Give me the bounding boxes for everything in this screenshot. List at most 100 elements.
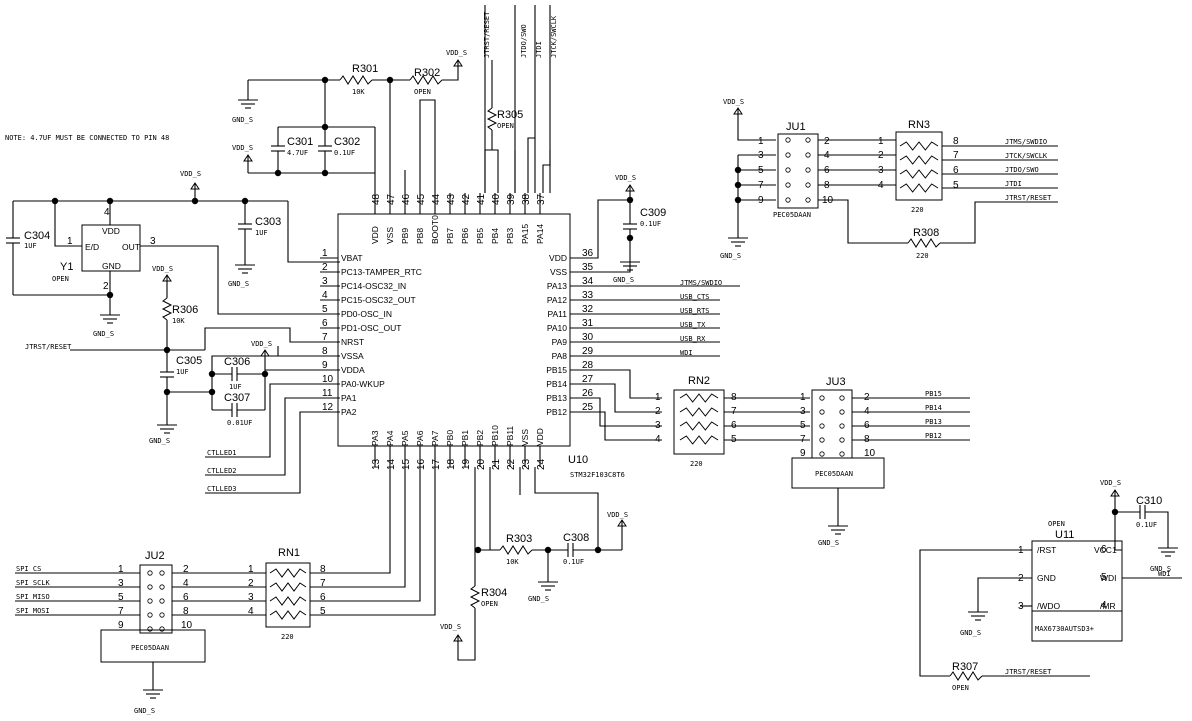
u11-pin-name: /WDO (1037, 601, 1061, 611)
net-label: CTLLED2 (207, 467, 237, 475)
pin-name: PB7 (445, 228, 455, 244)
net-label: SPI_MISO (16, 593, 50, 601)
vdd-label: VDD_S (251, 340, 272, 348)
pin-num: 10 (864, 448, 876, 459)
ju3-jumper: JU3 PEC05DAAN 1 3 5 7 9 2 4 6 8 10 PB15 … (791, 376, 970, 547)
pin-num: 1 (322, 248, 328, 259)
pin-num: 3 (655, 420, 661, 431)
pin-num: 14 (386, 458, 397, 470)
net-label: USB_TX (680, 321, 706, 329)
pin-name: PA8 (552, 351, 568, 361)
ju1-rn3: VDD_S GND_S JU1 PEC05DAAN 1 3 5 7 9 2 4 … (720, 98, 1058, 260)
pin-num: 8 (953, 136, 959, 147)
pin-name: PA3 (370, 430, 380, 446)
pin-name: PA9 (552, 337, 568, 347)
pin-num: 1 (800, 392, 806, 403)
pin-num: 10 (181, 620, 193, 631)
ju3-body (811, 389, 853, 459)
c304-val: 1UF (24, 242, 37, 250)
pin-name: PB11 (505, 426, 515, 446)
y1-vdd: VDD (102, 226, 120, 236)
vdd-label: VDD_S (232, 144, 253, 152)
r306-ref: R306 (172, 304, 198, 316)
net-label: JTDI (1005, 180, 1022, 188)
pin-num: 7 (800, 434, 806, 445)
c310-ref: C310 (1136, 495, 1162, 507)
c305-ref: C305 (176, 355, 202, 367)
pin-num: 3 (248, 592, 254, 603)
c303-val: 1UF (255, 229, 268, 237)
pin-num: 43 (446, 193, 457, 205)
c307-ref: C307 (224, 392, 250, 404)
bottom-power: R303 10K GND_S C308 0.1UF VDD_S R304 OPE… (440, 467, 628, 661)
vdd-label: VDD_S (607, 511, 628, 519)
pin-num: 4 (248, 606, 254, 617)
rn2-ref: RN2 (688, 375, 710, 387)
pin-num: 9 (322, 360, 328, 371)
y1-val: OPEN (52, 275, 69, 283)
pin-name: PB3 (505, 228, 515, 244)
y1-out: OUT (122, 242, 140, 252)
pin-num: 37 (536, 193, 547, 205)
pin-num: 9 (800, 448, 806, 459)
net-label: JTDO/SWO (1005, 166, 1039, 174)
pin-name: PA0-WKUP (341, 379, 385, 389)
pin-num: 42 (461, 193, 472, 205)
pin-num: 1 (248, 564, 254, 575)
u11-pin-name: WDI (1100, 573, 1117, 583)
pin-num: 33 (582, 290, 594, 301)
pin-num: 24 (536, 458, 547, 470)
net-label: JTMS/SWDIO (1005, 138, 1047, 146)
pin-num: 7 (758, 180, 764, 191)
pin-name: PC13-TAMPER_RTC (341, 267, 422, 277)
pin-name: VDD (549, 253, 567, 263)
r302-val: OPEN (414, 88, 431, 96)
pin-num: 1 (758, 136, 764, 147)
pin-num: 3 (118, 578, 124, 589)
net-label: JTRST/RESET (483, 11, 491, 58)
ju2-part: PEC05DAAN (131, 644, 169, 652)
pin-num: 6 (183, 592, 189, 603)
top-left-power: GND_S R301 10K R302 OPEN VDD_S C301 4.7U… (232, 49, 467, 193)
y1-body (81, 224, 141, 272)
net-label: WDI (680, 349, 693, 357)
net-label: PB15 (925, 390, 942, 398)
pin-num: 5 (118, 592, 124, 603)
pin-name: PA10 (547, 323, 567, 333)
pin-num: 3 (800, 406, 806, 417)
pin-name: VSSA (341, 351, 364, 361)
pin-num: 3 (150, 236, 156, 247)
c306-val: 1UF (229, 383, 242, 391)
pin-name: PB13 (546, 393, 567, 403)
pin-num: 18 (446, 458, 457, 470)
pin-num: 1 (118, 564, 124, 575)
pin-name: VSS (385, 227, 395, 244)
r303-val: 10K (506, 558, 519, 566)
net-label: PB12 (925, 432, 942, 440)
pin-name: PB0 (445, 430, 455, 446)
net-label: JTCK/SWCLK (550, 15, 558, 58)
r303-ref: R303 (506, 533, 532, 545)
pin-name: PB8 (415, 228, 425, 244)
net-label: JTCK/SWCLK (1005, 152, 1048, 160)
pin-name: PC14-OSC32_IN (341, 281, 406, 291)
pin-name: PB14 (546, 379, 567, 389)
pin-name: PB15 (546, 365, 567, 375)
pin-name: VBAT (341, 253, 363, 263)
pin-num: 12 (322, 402, 334, 413)
pin-num: 4 (104, 207, 110, 218)
rn2-val: 220 (690, 460, 703, 468)
ju1-body (777, 133, 819, 209)
pin-name: PC15-OSC32_OUT (341, 295, 416, 305)
y1-oscillator: VDD_S C304 1UF VDD E/D OUT GND 4 1 3 2 Y… (6, 170, 340, 338)
r306-val: 10K (172, 317, 185, 325)
ju1-ref: JU1 (786, 121, 806, 133)
pin-num: 9 (758, 195, 764, 206)
gnd-label: GND_S (613, 276, 634, 284)
gnd-label: GND_S (1150, 565, 1171, 573)
net-label: CTLLED3 (207, 485, 237, 493)
pin-num: 9 (118, 620, 124, 631)
c304-ref: C304 (24, 230, 50, 242)
net-label: USB_RX (680, 335, 706, 343)
gnd-label: GND_S (960, 629, 981, 637)
